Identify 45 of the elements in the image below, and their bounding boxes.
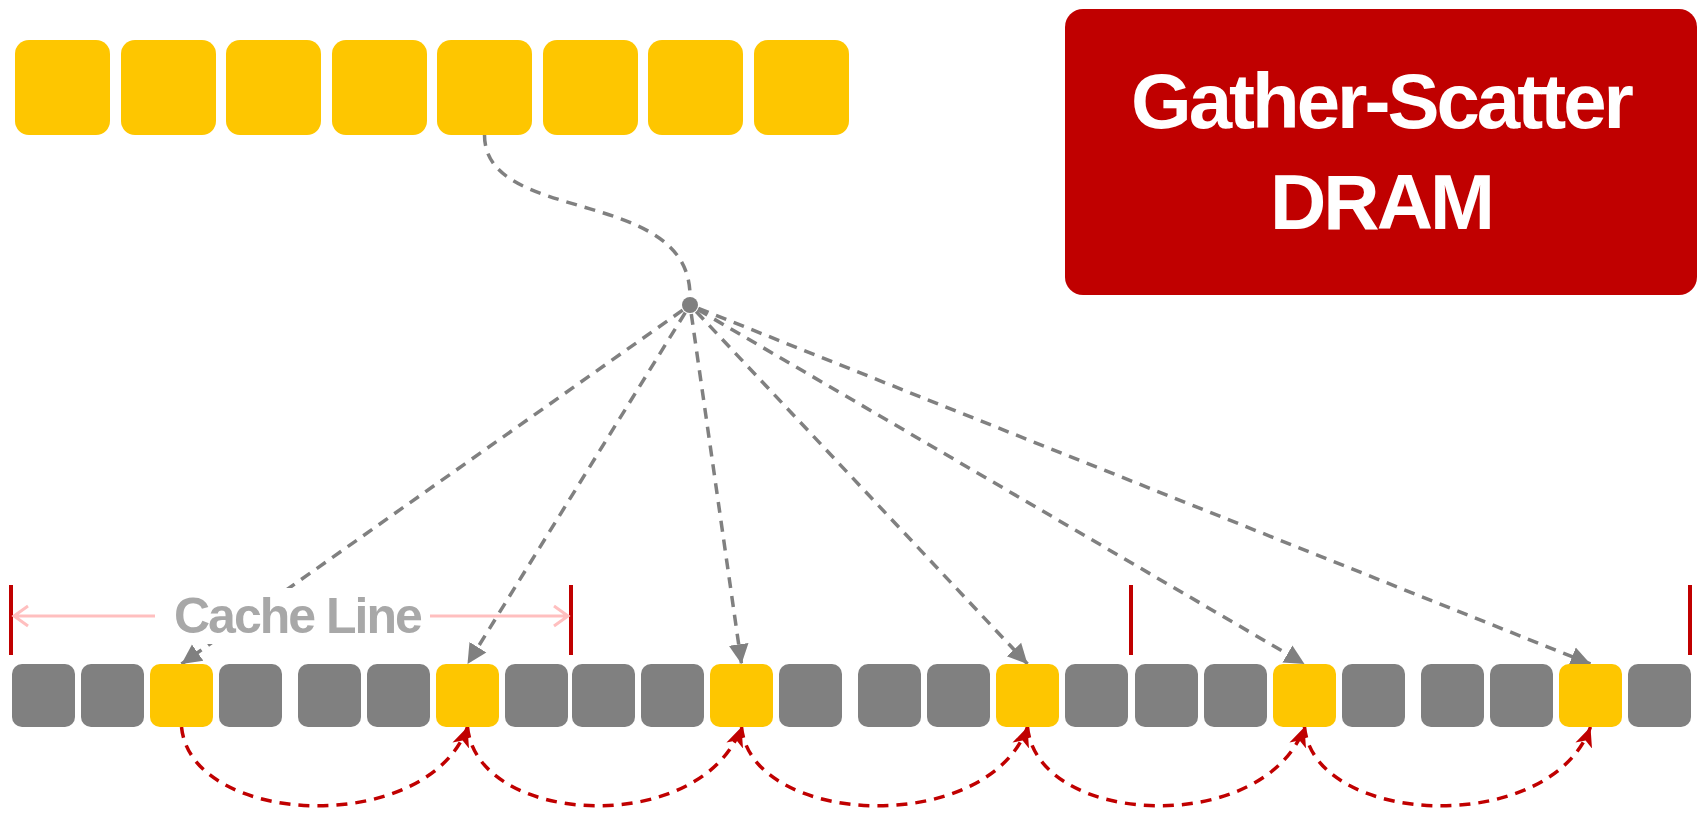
memory-cell [1204,664,1267,727]
memory-cell [1421,664,1484,727]
memory-cell [12,664,75,727]
memory-cell [779,664,842,727]
data-block [648,40,743,135]
memory-cell [298,664,361,727]
arrow [689,313,749,665]
memory-cell [219,664,282,727]
arrow [1302,726,1593,808]
title-text: Gather-Scatter DRAM [1130,55,1633,248]
memory-cell [505,664,568,727]
data-block [437,40,532,135]
memory-cell [1628,664,1691,727]
memory-cell [1559,664,1622,727]
arrow [465,726,744,808]
memory-cell [641,664,704,727]
arrow [739,726,1030,808]
data-block [753,40,849,135]
memory-cell [1065,664,1128,727]
arrow [1025,726,1307,808]
data-block [542,40,638,135]
arrow [694,310,1029,666]
memory-cell [150,664,213,727]
data-block [331,40,427,135]
memory-cell [927,664,990,727]
junction-dot [682,297,698,313]
memory-cell [858,664,921,727]
data-block [120,40,216,135]
data-block [15,40,110,135]
memory-cell [1135,664,1198,727]
title-panel [1065,9,1697,295]
memory-cell [1490,664,1553,727]
memory-cell [1273,664,1336,727]
memory-cell [436,664,499,727]
memory-cell [996,664,1059,727]
memory-cell [710,664,773,727]
memory-cell [572,664,635,727]
memory-cell [367,664,430,727]
arrow [466,311,687,665]
data-block [226,40,321,135]
arrow [179,726,470,808]
arrow [697,306,1592,666]
arrow [696,308,1306,666]
memory-cell [1342,664,1405,727]
memory-cell [81,664,144,727]
